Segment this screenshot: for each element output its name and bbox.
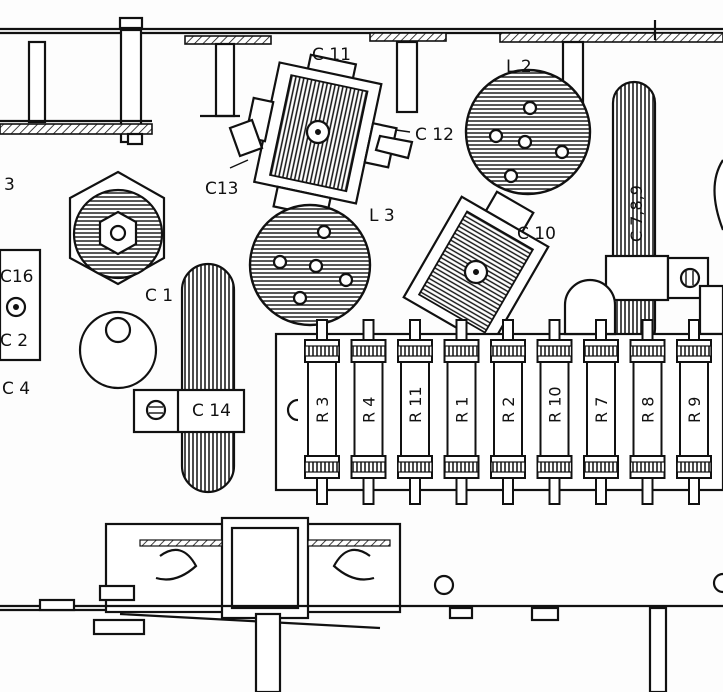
label-l2: L 2 xyxy=(506,57,532,77)
label-c12: C 12 xyxy=(415,125,454,145)
label-c1: C 1 xyxy=(145,286,173,306)
resistor-label: R 3 xyxy=(313,397,332,423)
capacitor-c7-8-9 xyxy=(604,80,723,352)
round-cutout xyxy=(78,310,158,390)
resistor: R 7 xyxy=(583,319,619,505)
resistor-label: R 2 xyxy=(499,397,518,423)
posts-upper-middle xyxy=(200,40,585,118)
top-left-bracket xyxy=(0,16,153,146)
switch-assembly xyxy=(104,516,402,620)
capacitor-c11 xyxy=(244,53,398,219)
resistor: R 9 xyxy=(676,319,712,505)
resistor: R 8 xyxy=(629,319,666,505)
component-labels: C 11 C 12 C13 L 2 L 3 C 10 C 1 C16 C 2 C… xyxy=(0,45,646,421)
resistor: R 4 xyxy=(350,319,387,505)
resistor-label: R 1 xyxy=(453,397,472,423)
resistor: R 11 xyxy=(397,319,433,505)
label-c11: C 11 xyxy=(312,45,351,65)
coil-l2 xyxy=(464,68,592,196)
label-c10: C 10 xyxy=(517,224,556,244)
chassis-bottom-rail xyxy=(0,572,723,692)
label-c2: C 2 xyxy=(0,331,28,351)
resistor-label: R 4 xyxy=(360,397,379,423)
label-3: 3 xyxy=(4,175,15,195)
label-c13: C13 xyxy=(205,179,239,199)
c12-c13-tabs xyxy=(228,118,414,169)
resistor-label: R 9 xyxy=(685,397,704,423)
resistor-label: R 10 xyxy=(546,386,565,423)
resistor-label: R 11 xyxy=(406,386,425,423)
resistor: R 3 xyxy=(304,319,340,505)
capacitor-c10 xyxy=(402,190,550,349)
resistor: R 10 xyxy=(536,319,573,505)
capacitor-c1 xyxy=(68,170,166,286)
resistor: R 2 xyxy=(490,319,526,505)
label-c7-8-9: C 7,8,9 xyxy=(627,185,646,242)
resistor-label: R 7 xyxy=(592,397,611,423)
chassis-top-edge xyxy=(0,20,723,45)
label-l3: L 3 xyxy=(369,206,395,226)
capacitor-c14 xyxy=(132,262,246,494)
resistor: R 1 xyxy=(443,319,480,505)
capacitor-c16-c2 xyxy=(0,248,42,362)
resistor-array: R 3 R 4 R 11 R 1 R 2 R 10 R 7 R 8 R 9 xyxy=(304,319,712,505)
label-c16: C16 xyxy=(0,267,34,287)
label-c14: C 14 xyxy=(192,401,231,421)
resistor-label: R 8 xyxy=(639,397,658,423)
coil-l3 xyxy=(248,203,372,327)
label-c4: C 4 xyxy=(2,379,30,399)
